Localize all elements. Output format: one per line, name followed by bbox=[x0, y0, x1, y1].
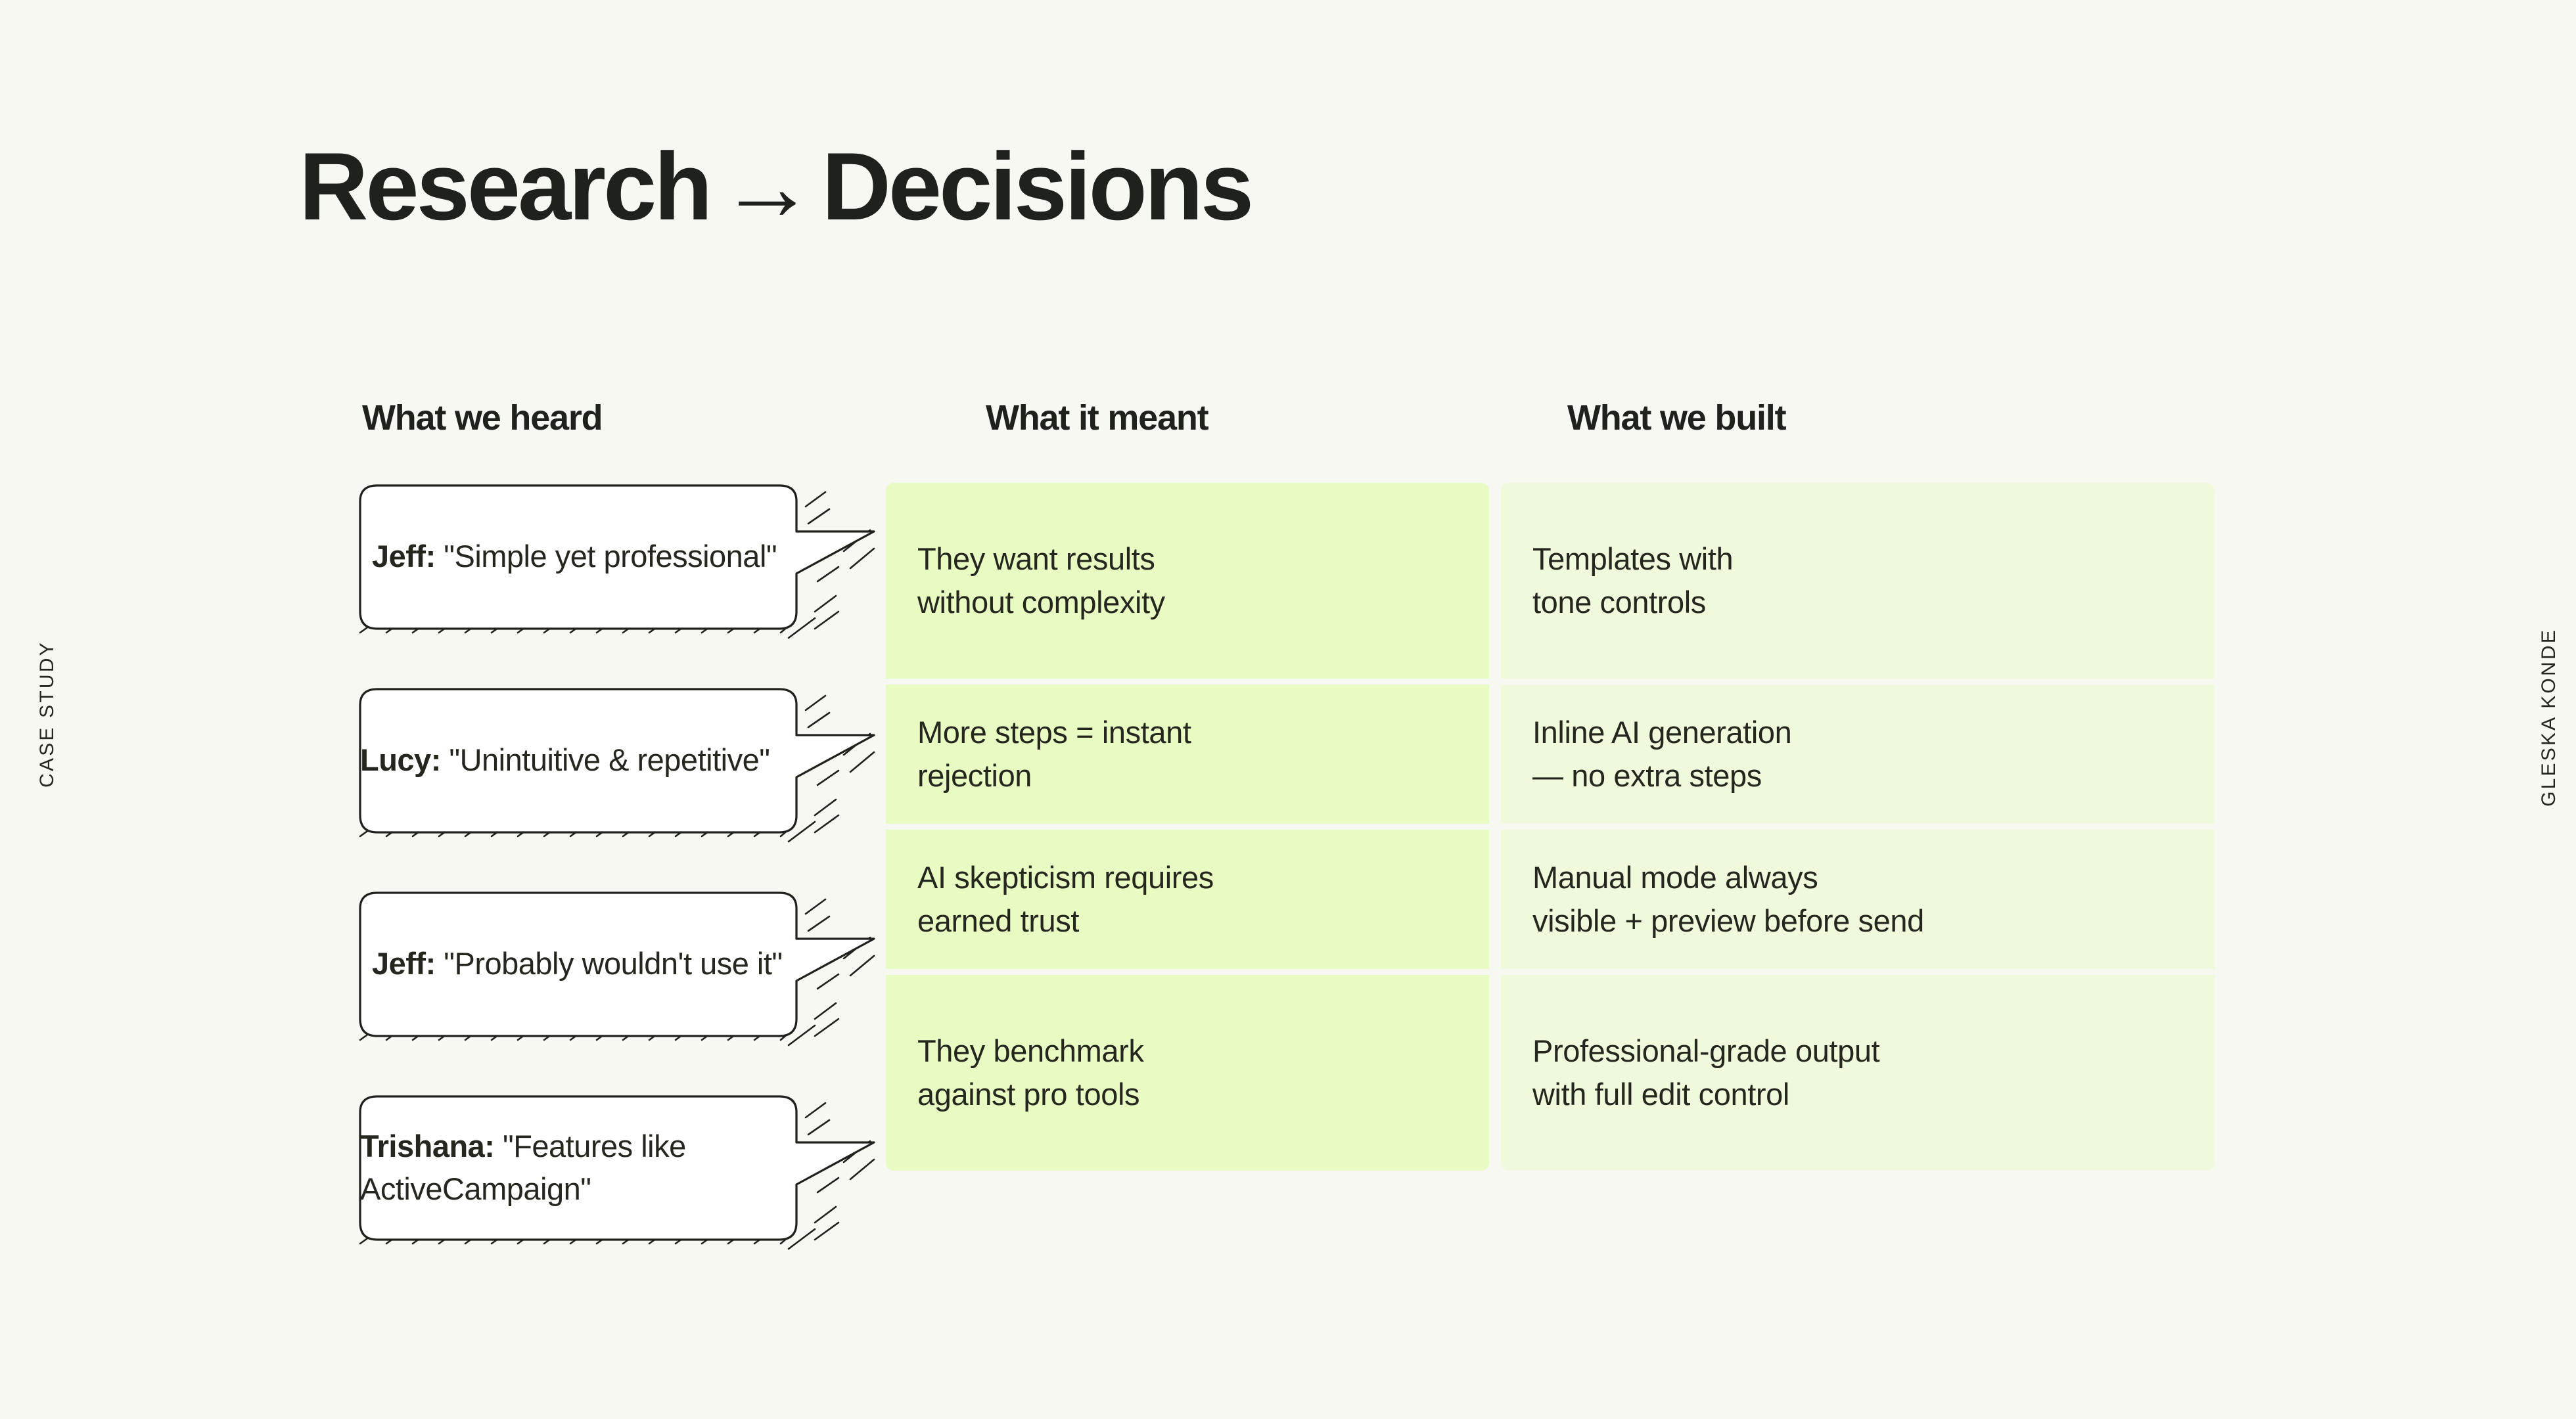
grid-row: They benchmark against pro tools Profess… bbox=[886, 975, 2215, 1171]
quote-bubble: Jeff: "Probably wouldn't use it" bbox=[355, 890, 875, 1062]
cell-line: More steps = instant bbox=[917, 715, 1191, 750]
quote-text: Trishana: "Features like ActiveCampaign" bbox=[355, 1094, 796, 1241]
quote-body: "Features like ActiveCampaign" bbox=[360, 1128, 686, 1206]
cell-line: earned trust bbox=[917, 903, 1080, 938]
quote-body: "Unintuitive & repetitive" bbox=[440, 742, 770, 778]
cell-line: Professional-grade output bbox=[1532, 1033, 1880, 1069]
cell-line: Manual mode always bbox=[1532, 860, 1818, 895]
cell-what-it-meant: They benchmark against pro tools bbox=[886, 975, 1489, 1171]
cell-line: with full edit control bbox=[1532, 1077, 1789, 1112]
grid-row: AI skepticism requires earned trust Manu… bbox=[886, 830, 2215, 969]
quote-text: Jeff: "Probably wouldn't use it" bbox=[355, 890, 796, 1037]
column-header-what-we-built: What we built bbox=[1567, 398, 1787, 438]
cell-what-it-meant: More steps = instant rejection bbox=[886, 685, 1489, 824]
column-header-what-we-heard: What we heard bbox=[362, 398, 603, 438]
cell-line: without complexity bbox=[917, 585, 1165, 619]
grid-row: They want results without complexity Tem… bbox=[886, 483, 2215, 679]
cell-line: They benchmark bbox=[917, 1033, 1144, 1069]
quote-text: Jeff: "Simple yet professional" bbox=[355, 483, 796, 630]
cell-line: visible + preview before send bbox=[1532, 903, 1924, 938]
quote-body: "Simple yet professional" bbox=[435, 539, 777, 574]
quote-text: Lucy: "Unintuitive & repetitive" bbox=[355, 687, 796, 834]
case-study-side-label: CASE STUDY bbox=[35, 641, 58, 788]
cell-what-it-meant: AI skepticism requires earned trust bbox=[886, 830, 1489, 969]
quote-body: "Probably wouldn't use it" bbox=[435, 946, 783, 981]
cell-what-we-built: Inline AI generation — no extra steps bbox=[1501, 685, 2215, 824]
column-header-what-it-meant: What it meant bbox=[986, 398, 1209, 438]
title-right: Decisions bbox=[821, 133, 1254, 240]
cell-what-we-built: Professional-grade output with full edit… bbox=[1501, 975, 2215, 1171]
quote-speaker: Jeff: bbox=[372, 946, 436, 981]
cell-line: rejection bbox=[917, 758, 1032, 793]
grid-row: More steps = instant rejection Inline AI… bbox=[886, 685, 2215, 824]
quotes-column: Jeff: "Simple yet professional" Lucy: "U… bbox=[355, 483, 881, 1266]
brand-side-label: GLESKA KONDE bbox=[2538, 628, 2560, 807]
quote-bubble: Trishana: "Features like ActiveCampaign" bbox=[355, 1094, 875, 1266]
speech-bubble-shape bbox=[359, 688, 875, 843]
cell-line: They want results bbox=[917, 541, 1155, 577]
title-left: Research bbox=[299, 133, 712, 240]
speech-bubble-shape bbox=[359, 484, 875, 639]
quote-speaker: Jeff: bbox=[372, 539, 436, 574]
cell-what-we-built: Templates with tone controls bbox=[1501, 483, 2215, 679]
speech-bubble-shape bbox=[359, 1095, 875, 1250]
insights-grid: They want results without complexity Tem… bbox=[886, 483, 2215, 1171]
cell-what-we-built: Manual mode always visible + preview bef… bbox=[1501, 830, 2215, 969]
page-title: Research→Decisions bbox=[299, 131, 1254, 242]
cell-line: — no extra steps bbox=[1532, 758, 1762, 793]
cell-line: Inline AI generation bbox=[1532, 715, 1792, 750]
quote-speaker: Lucy: bbox=[360, 742, 441, 778]
cell-what-it-meant: They want results without complexity bbox=[886, 483, 1489, 679]
cell-line: tone controls bbox=[1532, 585, 1706, 619]
quote-bubble: Lucy: "Unintuitive & repetitive" bbox=[355, 687, 875, 859]
cell-line: Templates with bbox=[1532, 541, 1734, 577]
quote-speaker: Trishana: bbox=[360, 1128, 495, 1163]
quote-bubble: Jeff: "Simple yet professional" bbox=[355, 483, 875, 655]
cell-line: against pro tools bbox=[917, 1077, 1140, 1112]
cell-line: AI skepticism requires bbox=[917, 860, 1214, 895]
arrow-icon: → bbox=[719, 133, 815, 240]
speech-bubble-shape bbox=[359, 891, 875, 1047]
